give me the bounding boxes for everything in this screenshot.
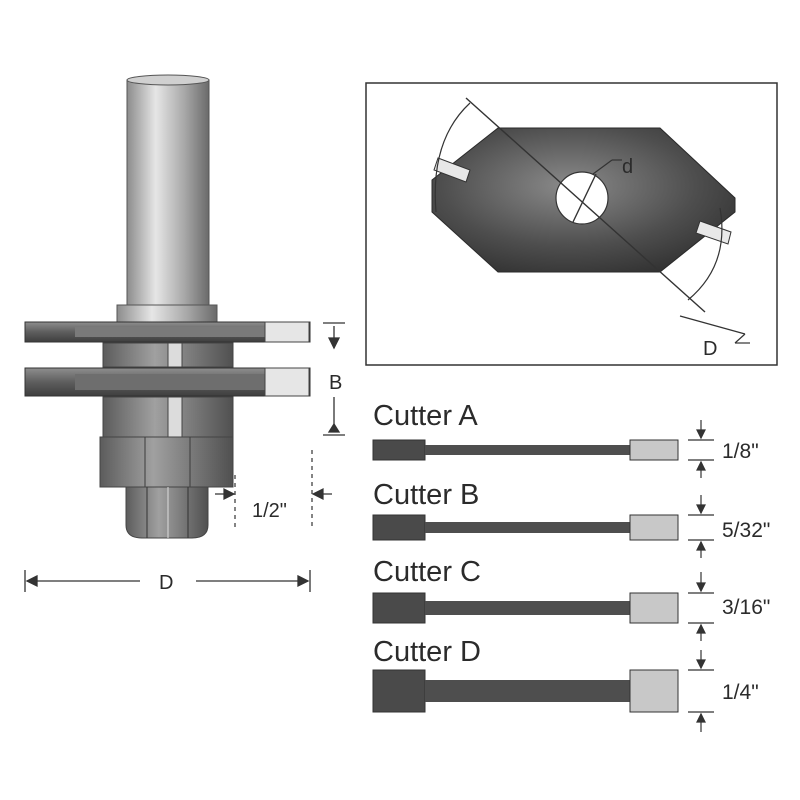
diameter-line xyxy=(465,97,706,313)
cutter-d-shaft xyxy=(425,680,630,702)
cutter-a-thickness: 1/8" xyxy=(722,440,759,463)
cutter-c-hub xyxy=(372,592,426,624)
cutter-b-thickness: 5/32" xyxy=(722,519,770,542)
cutter-c-tip xyxy=(629,592,679,624)
label-d-inset: D xyxy=(703,338,717,360)
carbide-tip-left xyxy=(433,157,471,183)
bore-hole xyxy=(555,171,609,225)
upper-carbide-tip xyxy=(264,321,310,343)
cutting-circle-arc-left xyxy=(434,102,471,213)
lower-carbide-tip xyxy=(264,367,310,397)
cutter-d-name: Cutter D xyxy=(373,636,481,668)
cutter-c-shaft xyxy=(425,601,630,615)
cutter-a-hub xyxy=(372,439,426,461)
key-slot-upper xyxy=(167,342,183,368)
lower-cutter-blade xyxy=(24,367,311,397)
cutter-d-thickness: 1/4" xyxy=(722,681,759,704)
cutter-a-shaft xyxy=(425,445,630,455)
cutter-list: Cutter A Cutter B Cutter C Cutter D xyxy=(372,400,770,732)
label-b: B xyxy=(329,372,342,394)
cutter-d-hub xyxy=(372,669,426,713)
key-slot-lower xyxy=(167,396,183,438)
cutter-a: Cutter A xyxy=(372,400,679,461)
cutter-b-name: Cutter B xyxy=(373,479,479,511)
label-d-bore: d xyxy=(622,156,633,178)
cutter-d: Cutter D xyxy=(372,636,679,713)
router-bit-side-view xyxy=(24,74,311,539)
dimension-b xyxy=(323,322,345,436)
dimension-half-inch xyxy=(215,450,332,530)
cutter-b-shaft xyxy=(425,522,630,533)
label-d-overall: D xyxy=(159,572,173,594)
hex-nut xyxy=(99,436,234,488)
cutter-d-tip xyxy=(629,669,679,713)
cutter-b: Cutter B xyxy=(372,479,679,541)
cutter-c: Cutter C xyxy=(372,556,679,624)
shank xyxy=(126,79,210,313)
cutter-c-name: Cutter C xyxy=(373,556,481,588)
thickness-dimensions xyxy=(688,420,714,732)
cutting-circle-arc-right xyxy=(687,207,723,301)
guide-bearing xyxy=(125,486,209,539)
upper-cutter-blade xyxy=(24,321,311,343)
cutter-c-thickness: 3/16" xyxy=(722,596,770,619)
cutter-b-hub xyxy=(372,514,426,541)
cutter-top-view-inset: d D xyxy=(365,82,778,366)
shank-top xyxy=(126,74,210,86)
label-half-inch: 1/2" xyxy=(252,500,287,522)
cutter-a-name: Cutter A xyxy=(373,400,478,432)
cutter-b-tip xyxy=(629,514,679,541)
carbide-tip-right xyxy=(695,220,732,245)
dimension-d-overall xyxy=(24,570,311,592)
cutter-a-tip xyxy=(629,439,679,461)
